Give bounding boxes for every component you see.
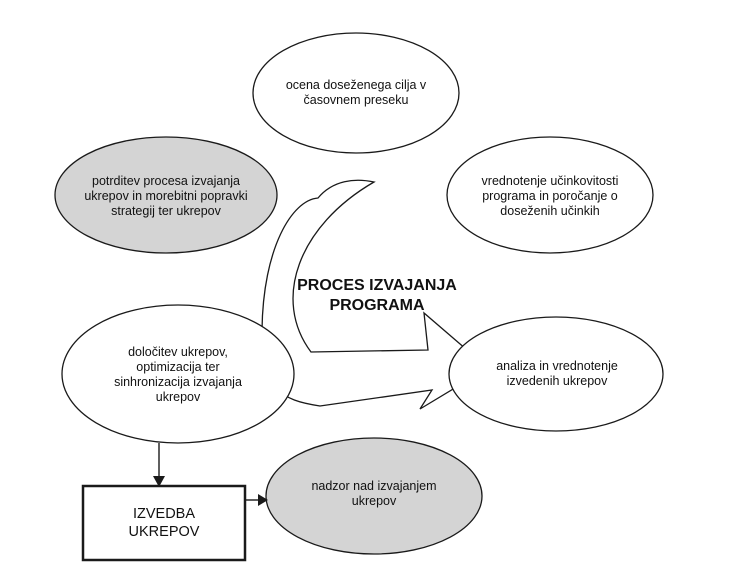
node-left-text: določitev ukrepov, optimizacija ter sinh… [114, 345, 242, 404]
izvedba-box-label: IZVEDBA UKREPOV [128, 506, 200, 540]
node-top-ellipse [252, 32, 460, 154]
node-top-text: ocena doseženega cilja v časovnem presek… [285, 78, 427, 107]
node-right-text: analiza in vrednotenje izvedenih ukrepov [496, 359, 618, 388]
process-title: PROCES IZVAJANJA PROGRAMA [297, 277, 457, 314]
node-right-ellipse [448, 316, 664, 432]
izvedba-box [81, 484, 247, 562]
node-upper-right-ellipse [446, 136, 654, 254]
node-left-ellipse [61, 304, 295, 444]
node-upper-left-text: potrditev procesa izvajanja ukrepov in m… [84, 173, 248, 218]
node-lower-center-text: nadzor nad izvajanjem ukrepov [311, 479, 437, 508]
node-upper-right-text: vrednotenje učinkovitosti programa in po… [481, 173, 619, 218]
arrow-right-head [258, 494, 268, 506]
node-upper-left-ellipse [54, 136, 278, 254]
node-lower-center-ellipse [265, 437, 483, 555]
arrow-down-head [153, 476, 165, 487]
process-curved-arrow [261, 179, 490, 410]
